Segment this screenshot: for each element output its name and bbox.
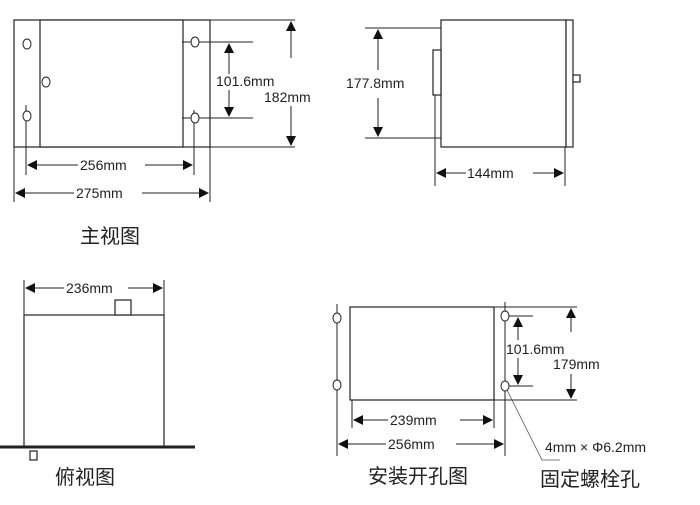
bolt-holes <box>332 310 510 392</box>
mounting-holes <box>22 36 200 124</box>
dim-hole-width: 256mm <box>80 157 127 173</box>
dim-side-height: 177.8mm <box>346 75 404 91</box>
dim-cutout-hole-width: 256mm <box>388 436 435 452</box>
instrument-body <box>39 19 184 148</box>
dim-cutout-height: 179mm <box>553 356 600 372</box>
panel-cutout <box>349 306 495 401</box>
terminal <box>572 74 581 83</box>
top-view-caption: 俯视图 <box>55 465 115 489</box>
front-bezel <box>432 49 442 96</box>
leader-line <box>506 389 560 461</box>
rear-panel <box>565 19 574 148</box>
dim-depth: 144mm <box>467 165 514 181</box>
dim-total-width: 275mm <box>76 185 123 201</box>
dim-cutout-hole-spacing: 101.6mm <box>506 341 564 357</box>
instrument-housing <box>440 19 567 148</box>
cutout-view: 101.6mm 179mm 239mm 256mm 4mm × Φ6.2mm 固… <box>332 302 646 491</box>
dim-cut-width: 239mm <box>390 412 437 428</box>
dim-height: 182mm <box>264 89 311 105</box>
front-view: 101.6mm 182mm 256mm 275mm 主视图 <box>13 19 311 248</box>
front-view-caption: 主视图 <box>80 224 140 248</box>
top-view: 236mm 俯视图 <box>0 280 195 489</box>
hole-spec: 4mm × Φ6.2mm <box>545 439 646 455</box>
dim-hole-spacing: 101.6mm <box>216 73 274 89</box>
hole-label: 固定螺栓孔 <box>540 467 640 491</box>
side-view: 177.8mm 144mm <box>346 19 581 186</box>
instrument-top <box>23 314 165 448</box>
dim-top-width: 236mm <box>66 280 113 296</box>
cutout-caption: 安装开孔图 <box>368 464 468 488</box>
terminal <box>114 299 132 316</box>
